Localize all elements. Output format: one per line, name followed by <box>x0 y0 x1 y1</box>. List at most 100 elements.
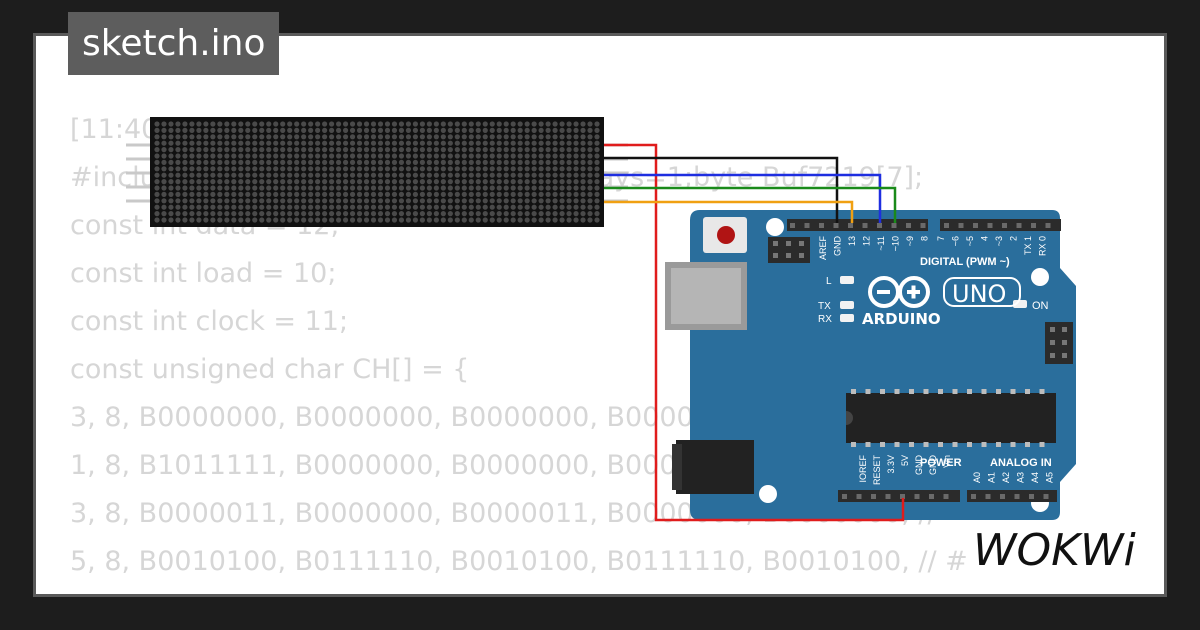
digital-pin-header[interactable] <box>787 219 1061 231</box>
matrix-led <box>168 127 174 133</box>
header-socket[interactable] <box>900 494 905 499</box>
header-socket[interactable] <box>1031 223 1036 228</box>
matrix-led <box>189 211 195 217</box>
header-socket[interactable] <box>856 494 862 499</box>
matrix-led <box>538 204 544 210</box>
header-socket[interactable] <box>971 494 976 499</box>
header-socket[interactable] <box>929 494 934 499</box>
header-socket[interactable] <box>1029 494 1034 499</box>
matrix-led <box>552 127 558 133</box>
matrix-led <box>245 134 251 140</box>
wire-cs-to-pin10[interactable] <box>604 186 897 223</box>
matrix-led <box>308 185 314 191</box>
matrix-led <box>322 172 328 178</box>
matrix-led <box>322 140 328 146</box>
chip-leg <box>865 389 871 394</box>
reset-button-cap[interactable] <box>717 226 735 244</box>
wire-din-to-pin12[interactable] <box>604 200 854 223</box>
matrix-led <box>489 211 495 217</box>
header-socket[interactable] <box>871 494 876 499</box>
matrix-led <box>342 159 349 165</box>
header-socket[interactable] <box>1043 494 1049 499</box>
matrix-led <box>475 191 481 197</box>
led-matrix-module[interactable] <box>126 117 628 227</box>
header-socket[interactable] <box>885 494 891 499</box>
matrix-led <box>342 185 349 191</box>
matrix-led <box>315 147 321 153</box>
header-socket[interactable] <box>833 223 839 228</box>
matrix-led <box>489 159 495 165</box>
matrix-led <box>384 179 391 185</box>
header-socket[interactable] <box>842 494 847 499</box>
header-socket[interactable] <box>804 223 810 228</box>
matrix-led <box>252 198 258 204</box>
header-socket[interactable] <box>973 223 978 228</box>
wire-clk-to-pin11[interactable] <box>604 173 882 223</box>
sketch-file-title[interactable]: sketch.ino <box>68 12 280 75</box>
matrix-led <box>301 153 307 159</box>
header-socket[interactable] <box>862 223 868 228</box>
header-socket[interactable] <box>920 223 926 228</box>
matrix-led <box>475 127 481 133</box>
header-socket[interactable] <box>914 494 920 499</box>
matrix-led <box>545 185 551 191</box>
analog-pin-label: A5 <box>1045 472 1055 483</box>
matrix-led <box>322 179 328 185</box>
header-socket[interactable] <box>1014 494 1020 499</box>
matrix-led <box>363 134 370 140</box>
dc-power-jack[interactable] <box>676 440 754 494</box>
icsp-header-2 <box>1045 322 1073 364</box>
matrix-led <box>405 166 412 172</box>
matrix-led <box>224 179 230 185</box>
header-socket[interactable] <box>985 494 991 499</box>
header-socket[interactable] <box>943 494 949 499</box>
header-socket[interactable] <box>790 223 795 228</box>
header-socket[interactable] <box>848 223 853 228</box>
matrix-led <box>259 121 265 127</box>
header-socket[interactable] <box>944 223 949 228</box>
matrix-led <box>412 179 419 185</box>
header-socket[interactable] <box>987 223 993 228</box>
icsp-pin <box>786 241 791 246</box>
wire-vcc-to-5v[interactable] <box>604 143 905 522</box>
matrix-led <box>482 191 488 197</box>
header-socket[interactable] <box>891 223 897 228</box>
header-socket[interactable] <box>1045 223 1051 228</box>
header-socket[interactable] <box>1000 494 1005 499</box>
matrix-led <box>231 185 237 191</box>
matrix-led <box>335 211 342 217</box>
matrix-led <box>356 191 363 197</box>
matrix-led <box>377 191 384 197</box>
header-socket[interactable] <box>877 223 882 228</box>
header-socket[interactable] <box>958 223 964 228</box>
matrix-led <box>468 166 474 172</box>
icsp-pin <box>1050 340 1055 345</box>
matrix-led <box>363 140 370 146</box>
power-pin-header[interactable] <box>838 490 960 502</box>
matrix-led <box>482 147 488 153</box>
header-socket[interactable] <box>1016 223 1022 228</box>
header-socket[interactable] <box>819 223 824 228</box>
matrix-led <box>531 153 537 159</box>
icsp-pin <box>773 253 778 258</box>
header-socket[interactable] <box>906 223 911 228</box>
matrix-led <box>245 127 251 133</box>
matrix-led <box>566 211 572 217</box>
matrix-led <box>217 204 223 210</box>
matrix-led <box>280 204 286 210</box>
icsp-pin <box>799 253 804 258</box>
matrix-led <box>391 166 398 172</box>
matrix-led <box>482 211 488 217</box>
matrix-led <box>559 217 565 223</box>
power-pin-label: Vin <box>942 455 952 468</box>
matrix-led <box>349 204 356 210</box>
matrix-led <box>454 121 460 127</box>
matrix-led <box>231 217 237 223</box>
matrix-led <box>580 121 586 127</box>
matrix-led <box>252 159 258 165</box>
matrix-led <box>412 204 419 210</box>
analog-pin-header[interactable] <box>967 490 1057 502</box>
header-socket[interactable] <box>1002 223 1007 228</box>
